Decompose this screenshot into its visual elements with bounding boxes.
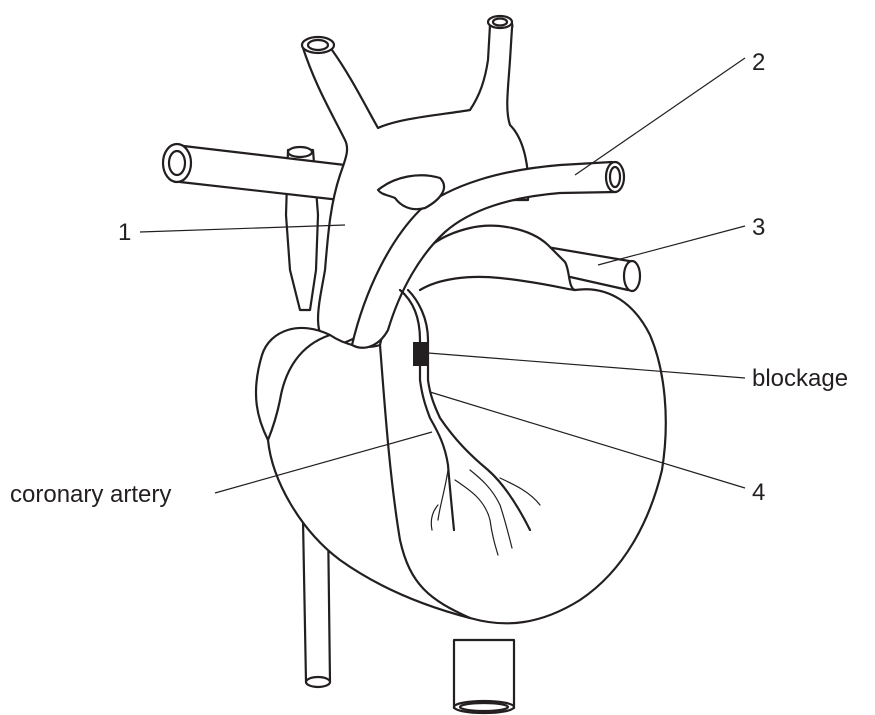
descending-aorta (454, 640, 514, 713)
blockage-mark (413, 342, 428, 366)
label-3: 3 (752, 214, 765, 241)
label-4: 4 (752, 479, 765, 506)
pulmonary-vein-left (163, 144, 345, 200)
label-coronary-artery: coronary artery (10, 481, 171, 508)
label-1: 1 (118, 219, 131, 246)
leader-2 (575, 58, 745, 175)
label-blockage: blockage (752, 365, 848, 392)
label-2: 2 (752, 49, 765, 76)
leader-3 (598, 226, 745, 265)
